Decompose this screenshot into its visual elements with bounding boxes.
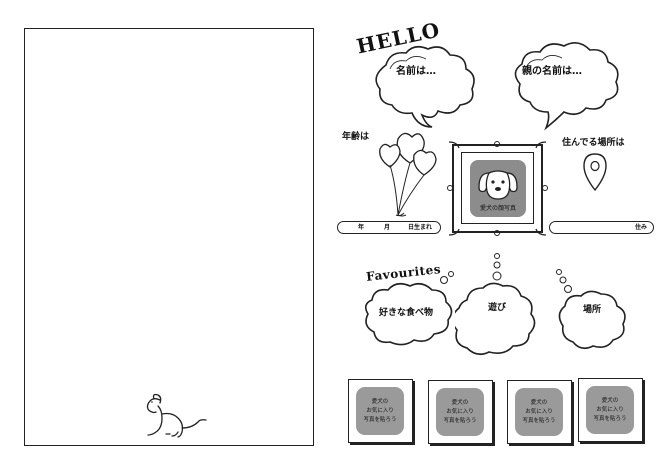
photo-card-placeholder: 愛犬の お気に入り 写真を貼ろう	[356, 387, 404, 435]
photo-card-caption: 愛犬の お気に入り 写真を貼ろう	[443, 399, 477, 424]
map-pin-icon	[583, 153, 607, 192]
dog-sketch-icon	[146, 393, 207, 438]
photo-card-placeholder: 愛犬の お気に入り 写真を貼ろう	[586, 386, 634, 434]
portrait-frame-inner	[461, 152, 534, 224]
photo-card-3[interactable]: 愛犬の お気に入り 写真を貼ろう	[507, 380, 572, 444]
residence-suffix: 住み	[634, 224, 647, 231]
place-thought-cloud	[556, 269, 626, 350]
dog-face-icon	[478, 170, 518, 200]
name-speech-cloud	[375, 45, 475, 128]
favourite-place-label: 場所	[583, 305, 602, 315]
age-label: 年齢は	[342, 132, 370, 142]
birthday-suffix: 日生まれ	[408, 224, 433, 231]
photo-card-1[interactable]: 愛犬の お気に入り 写真を貼ろう	[348, 379, 413, 443]
portrait-caption: 愛犬の顔写真	[479, 205, 516, 212]
frame-ornament-icon	[447, 141, 548, 236]
photo-card-caption: 愛犬の お気に入り 写真を貼ろう	[522, 399, 556, 424]
residence-label: 住んでる場所は	[562, 138, 625, 148]
photo-card-2[interactable]: 愛犬の お気に入り 写真を貼ろう	[428, 380, 493, 444]
left-photo-panel	[24, 28, 314, 446]
name-label: 名前は…	[396, 66, 436, 77]
food-thought-cloud	[364, 271, 454, 346]
photo-card-4[interactable]: 愛犬の お気に入り 写真を貼ろう	[578, 378, 643, 442]
photo-card-caption: 愛犬の お気に入り 写真を貼ろう	[593, 397, 627, 422]
residence-field[interactable]: 住み	[549, 221, 654, 234]
year-label: 年	[358, 224, 365, 231]
photo-card-caption: 愛犬の お気に入り 写真を貼ろう	[363, 398, 397, 423]
photo-card-placeholder: 愛犬の お気に入り 写真を貼ろう	[515, 388, 563, 436]
parent-name-speech-cloud	[514, 42, 619, 131]
favourite-food-label: 好きな食べ物	[379, 308, 434, 318]
parent-name-label: 親の名前は…	[522, 66, 582, 77]
portrait-frame	[452, 144, 543, 233]
balloons-icon	[379, 132, 437, 217]
favourite-play-label: 遊び	[488, 303, 507, 313]
photo-card-placeholder: 愛犬の お気に入り 写真を貼ろう	[436, 388, 484, 436]
birthday-field[interactable]: 年 月 日生まれ	[337, 221, 441, 234]
play-thought-cloud	[455, 253, 536, 356]
month-label: 月	[384, 224, 391, 231]
